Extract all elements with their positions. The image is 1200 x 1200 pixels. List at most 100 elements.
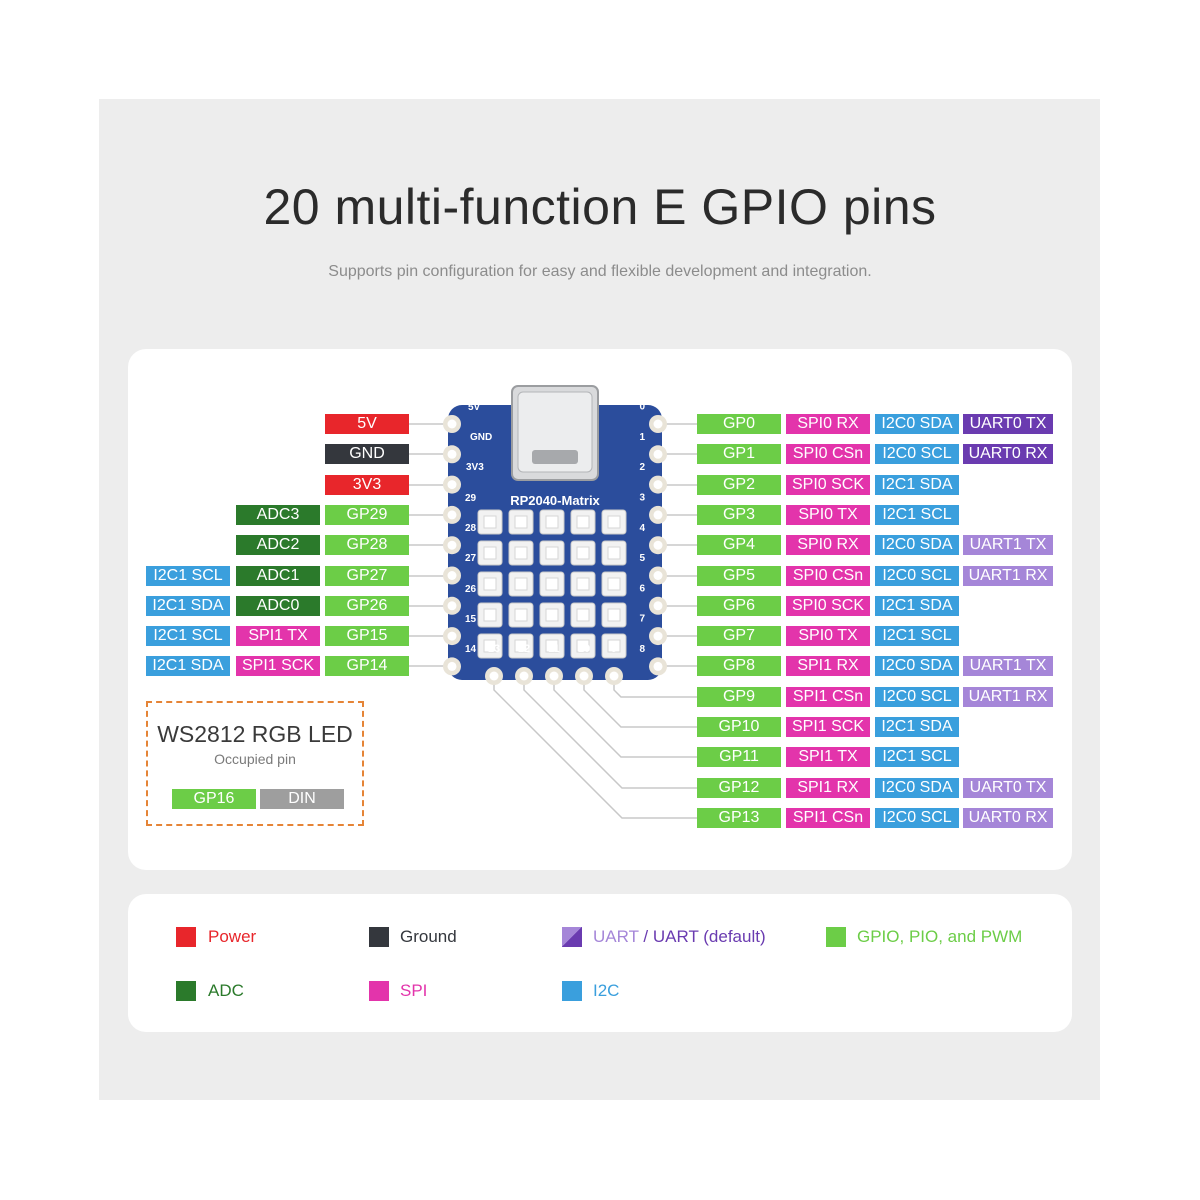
right-pin-7-spi0-tx-label: SPI0 TX — [786, 626, 870, 646]
left-pin-5-gp27-label: GP27 — [325, 566, 409, 586]
right-pin-8-i2c0-sda-label: I2C0 SDA — [875, 656, 959, 676]
right-pin-8-gp8-label: GP8 — [697, 656, 781, 676]
right-pin-13-gp13-label: GP13 — [697, 808, 781, 828]
legend-adc-label: ADC — [208, 981, 244, 1000]
board-edge-label-bottom-9: 13 — [488, 643, 500, 655]
right-pin-12-gp12-label: GP12 — [697, 778, 781, 798]
legend-gpio-label: GPIO, PIO, and PWM — [857, 927, 1023, 946]
board-edge-label-bottom-12: 10 — [578, 643, 590, 655]
left-pin-0-5v-label: 5V — [325, 414, 409, 434]
right-pin-1-i2c0-scl-label: I2C0 SCL — [875, 444, 959, 464]
right-pin-5-i2c0-scl-label: I2C0 SCL — [875, 566, 959, 586]
board-edge-label-left-7: 15 — [465, 614, 477, 625]
left-pin-7-gp15-label: GP15 — [325, 626, 409, 646]
ws2812-function-label: DIN — [260, 789, 344, 809]
right-pin-1-uart0-rx-label: UART0 RX — [963, 444, 1053, 464]
legend-uart-separator: / — [643, 927, 649, 946]
board-edge-label-right-19: 3 — [639, 493, 645, 504]
right-pin-4-uart1-tx-label: UART1 TX — [963, 535, 1053, 555]
right-pin-3-i2c1-scl-label: I2C1 SCL — [875, 505, 959, 525]
right-pin-9-spi1-csn-label: SPI1 CSn — [786, 687, 870, 707]
left-pin-4-gp28-label: GP28 — [325, 535, 409, 555]
legend-power-label: Power — [208, 927, 257, 946]
left-pin-8-gp14-label: GP14 — [325, 656, 409, 676]
right-pin-6-spi0-sck-label: SPI0 SCK — [786, 596, 870, 616]
board-edge-label-bottom-10: 12 — [518, 643, 530, 655]
legend-spi-swatch — [369, 981, 389, 1001]
board-edge-label-right-17: 5 — [639, 553, 645, 564]
left-pin-1-gnd-label: GND — [325, 444, 409, 464]
board-edge-label-right-22: 0 — [639, 402, 645, 413]
right-pin-12-spi1-rx-label: SPI1 RX — [786, 778, 870, 798]
right-pin-0-spi0-rx-label: SPI0 RX — [786, 414, 870, 434]
right-pin-2-spi0-sck-label: SPI0 SCK — [786, 475, 870, 495]
right-pin-11-spi1-tx-label: SPI1 TX — [786, 747, 870, 767]
board-edge-label-left-0: 5V — [468, 402, 481, 413]
board-edge-label-right-15: 7 — [639, 614, 645, 625]
right-pin-10-i2c1-sda-label: I2C1 SDA — [875, 717, 959, 737]
board-edge-label-right-18: 4 — [639, 523, 645, 534]
right-pin-0-i2c0-sda-label: I2C0 SDA — [875, 414, 959, 434]
legend-uart-default-label: UART (default) — [652, 927, 766, 946]
left-pin-6-gp26-label: GP26 — [325, 596, 409, 616]
left-pin-8-spi1-sck-label: SPI1 SCK — [236, 656, 320, 676]
right-pin-13-i2c0-scl-label: I2C0 SCL — [875, 808, 959, 828]
right-pin-13-spi1-csn-label: SPI1 CSn — [786, 808, 870, 828]
board-edge-label-left-3: 29 — [465, 493, 477, 504]
left-pin-3-gp29-label: GP29 — [325, 505, 409, 525]
right-pin-4-spi0-rx-label: SPI0 RX — [786, 535, 870, 555]
legend-ground-label: Ground — [400, 927, 457, 946]
right-pin-12-uart0-tx-label: UART0 TX — [963, 778, 1053, 798]
right-pin-10-spi1-sck-label: SPI1 SCK — [786, 717, 870, 737]
right-pin-4-i2c0-sda-label: I2C0 SDA — [875, 535, 959, 555]
left-pin-4-adc2-label: ADC2 — [236, 535, 320, 555]
right-pin-3-spi0-tx-label: SPI0 TX — [786, 505, 870, 525]
board-name: RP2040-Matrix — [510, 493, 600, 508]
legend-uart-label: UART — [593, 927, 639, 946]
legend-adc-swatch — [176, 981, 196, 1001]
left-pin-7-spi1-tx-label: SPI1 TX — [236, 626, 320, 646]
left-pin-5-i2c1-scl-label: I2C1 SCL — [146, 566, 230, 586]
left-pin-8-i2c1-sda-label: I2C1 SDA — [146, 656, 230, 676]
board-edge-label-left-5: 27 — [465, 553, 477, 564]
right-pin-1-spi0-csn-label: SPI0 CSn — [786, 444, 870, 464]
board-edge-label-right-21: 1 — [639, 432, 645, 443]
board-edge-label-left-4: 28 — [465, 523, 477, 534]
right-pin-9-gp9-label: GP9 — [697, 687, 781, 707]
board-edge-label-right-16: 6 — [639, 583, 645, 594]
castellated-pads — [443, 415, 667, 685]
legend-i2c-label: I2C — [593, 981, 620, 1000]
ws2812-subtitle: Occupied pin — [214, 751, 296, 767]
right-pin-0-gp0-label: GP0 — [697, 414, 781, 434]
legend-card — [128, 894, 1072, 1032]
right-pin-7-i2c1-scl-label: I2C1 SCL — [875, 626, 959, 646]
right-pin-1-gp1-label: GP1 — [697, 444, 781, 464]
right-pin-6-gp6-label: GP6 — [697, 596, 781, 616]
legend-i2c-swatch — [562, 981, 582, 1001]
legend-gpio-swatch — [826, 927, 846, 947]
right-pin-0-uart0-tx-label: UART0 TX — [963, 414, 1053, 434]
board-edge-label-left-2: 3V3 — [466, 462, 484, 473]
ws2812-title: WS2812 RGB LED — [157, 721, 353, 747]
left-pin-6-adc0-label: ADC0 — [236, 596, 320, 616]
board-edge-label-bottom-13: 9 — [611, 643, 617, 655]
board-edge-label-right-14: 8 — [639, 644, 645, 655]
legend-power-swatch — [176, 927, 196, 947]
board-edge-label-left-8: 14 — [465, 644, 477, 655]
right-pin-9-i2c0-scl-label: I2C0 SCL — [875, 687, 959, 707]
right-pin-4-gp4-label: GP4 — [697, 535, 781, 555]
legend-uart-swatch — [562, 927, 582, 947]
page-subtitle: Supports pin configuration for easy and … — [328, 263, 872, 280]
left-pin-7-i2c1-scl-label: I2C1 SCL — [146, 626, 230, 646]
right-pin-6-i2c1-sda-label: I2C1 SDA — [875, 596, 959, 616]
right-pin-11-gp11-label: GP11 — [697, 747, 781, 767]
right-pin-10-gp10-label: GP10 — [697, 717, 781, 737]
board-edge-label-left-1: GND — [470, 432, 492, 443]
page-title: 20 multi-function E GPIO pins — [263, 179, 937, 235]
right-pin-13-uart0-rx-label: UART0 RX — [963, 808, 1053, 828]
board-edge-label-left-6: 26 — [465, 584, 477, 595]
right-pin-11-i2c1-scl-label: I2C1 SCL — [875, 747, 959, 767]
left-pin-5-adc1-label: ADC1 — [236, 566, 320, 586]
